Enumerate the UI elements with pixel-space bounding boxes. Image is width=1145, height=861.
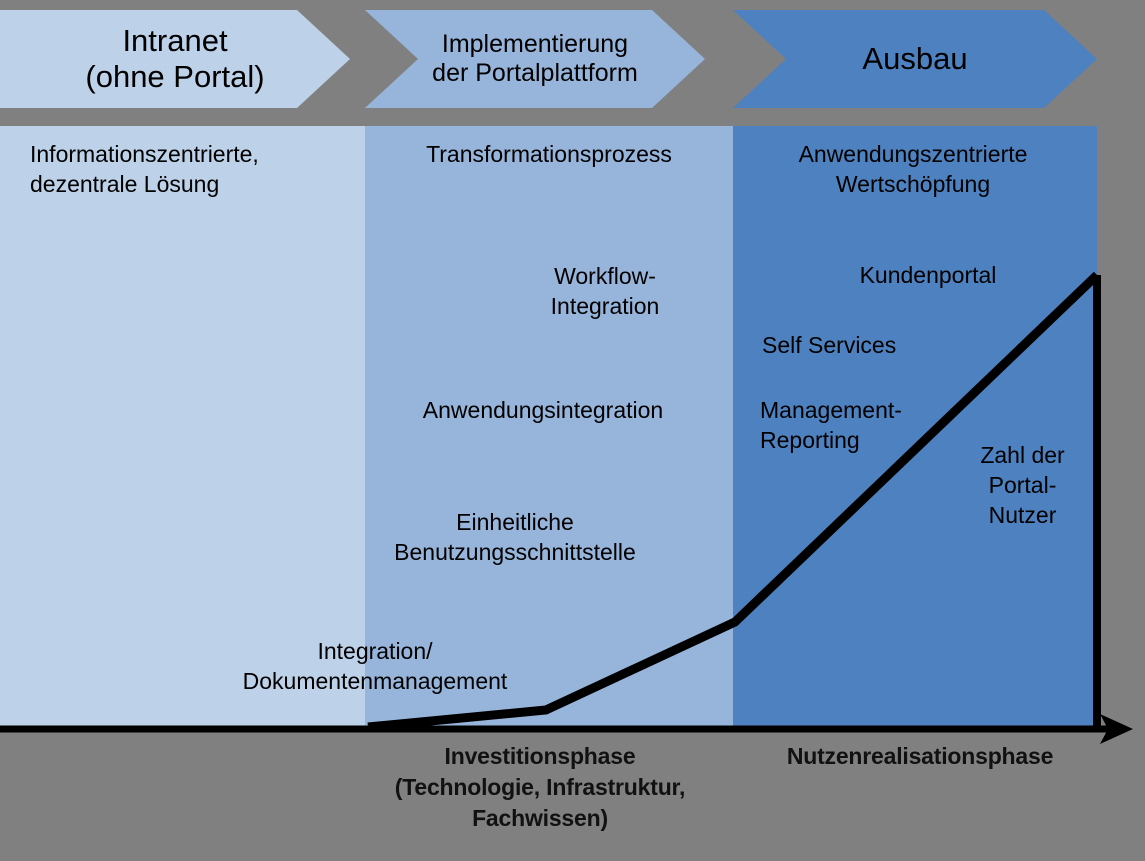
x-axis-arrowhead — [1100, 714, 1133, 744]
axis-label-nutzenrealisationsphase: Nutzenrealisationsphase — [786, 743, 1054, 769]
caption-informationszentriert: Informationszentrierte, dezentrale Lösun… — [30, 141, 259, 197]
caption-einheitliche-benutzungsschnittstelle: Einheitliche Benutzungsschnittstelle — [394, 509, 636, 565]
caption-anwendungsintegration: Anwendungsintegration — [422, 397, 664, 423]
caption-kundenportal: Kundenportal — [859, 262, 997, 288]
phase-header-label-ausbau: Ausbau — [862, 41, 968, 77]
caption-transformationsprozess: Transformationsprozess — [426, 141, 672, 167]
caption-zahl-der-portal-nutzer: Zahl der Portal- Nutzer — [980, 442, 1065, 528]
caption-self-services: Self Services — [762, 332, 897, 358]
phase-header-ausbau[interactable]: Ausbau — [733, 10, 1097, 108]
phase-header-intranet[interactable]: Intranet (ohne Portal) — [0, 10, 350, 108]
phase-header-label-intranet: Intranet (ohne Portal) — [85, 23, 265, 94]
caption-workflow-integration: Workflow- Integration — [550, 263, 660, 319]
phase-column-intranet — [0, 126, 365, 727]
axis-label-investitionsphase: Investitionsphase (Technologie, Infrastr… — [394, 743, 686, 832]
phase-header-implementierung[interactable]: Implementierung der Portalplattform — [365, 10, 705, 108]
chevron-shape-intranet: Intranet (ohne Portal) — [0, 10, 350, 108]
chevron-shape-ausbau: Ausbau — [733, 10, 1097, 108]
caption-integration-dokumentenmanagement: Integration/ Dokumentenmanagement — [242, 638, 508, 694]
caption-anwendungszentriert: Anwendungszentrierte Wertschöpfung — [798, 141, 1028, 197]
phase-header-label-implementierung: Implementierung der Portalplattform — [432, 30, 638, 87]
chevron-shape-implementierung: Implementierung der Portalplattform — [365, 10, 705, 108]
